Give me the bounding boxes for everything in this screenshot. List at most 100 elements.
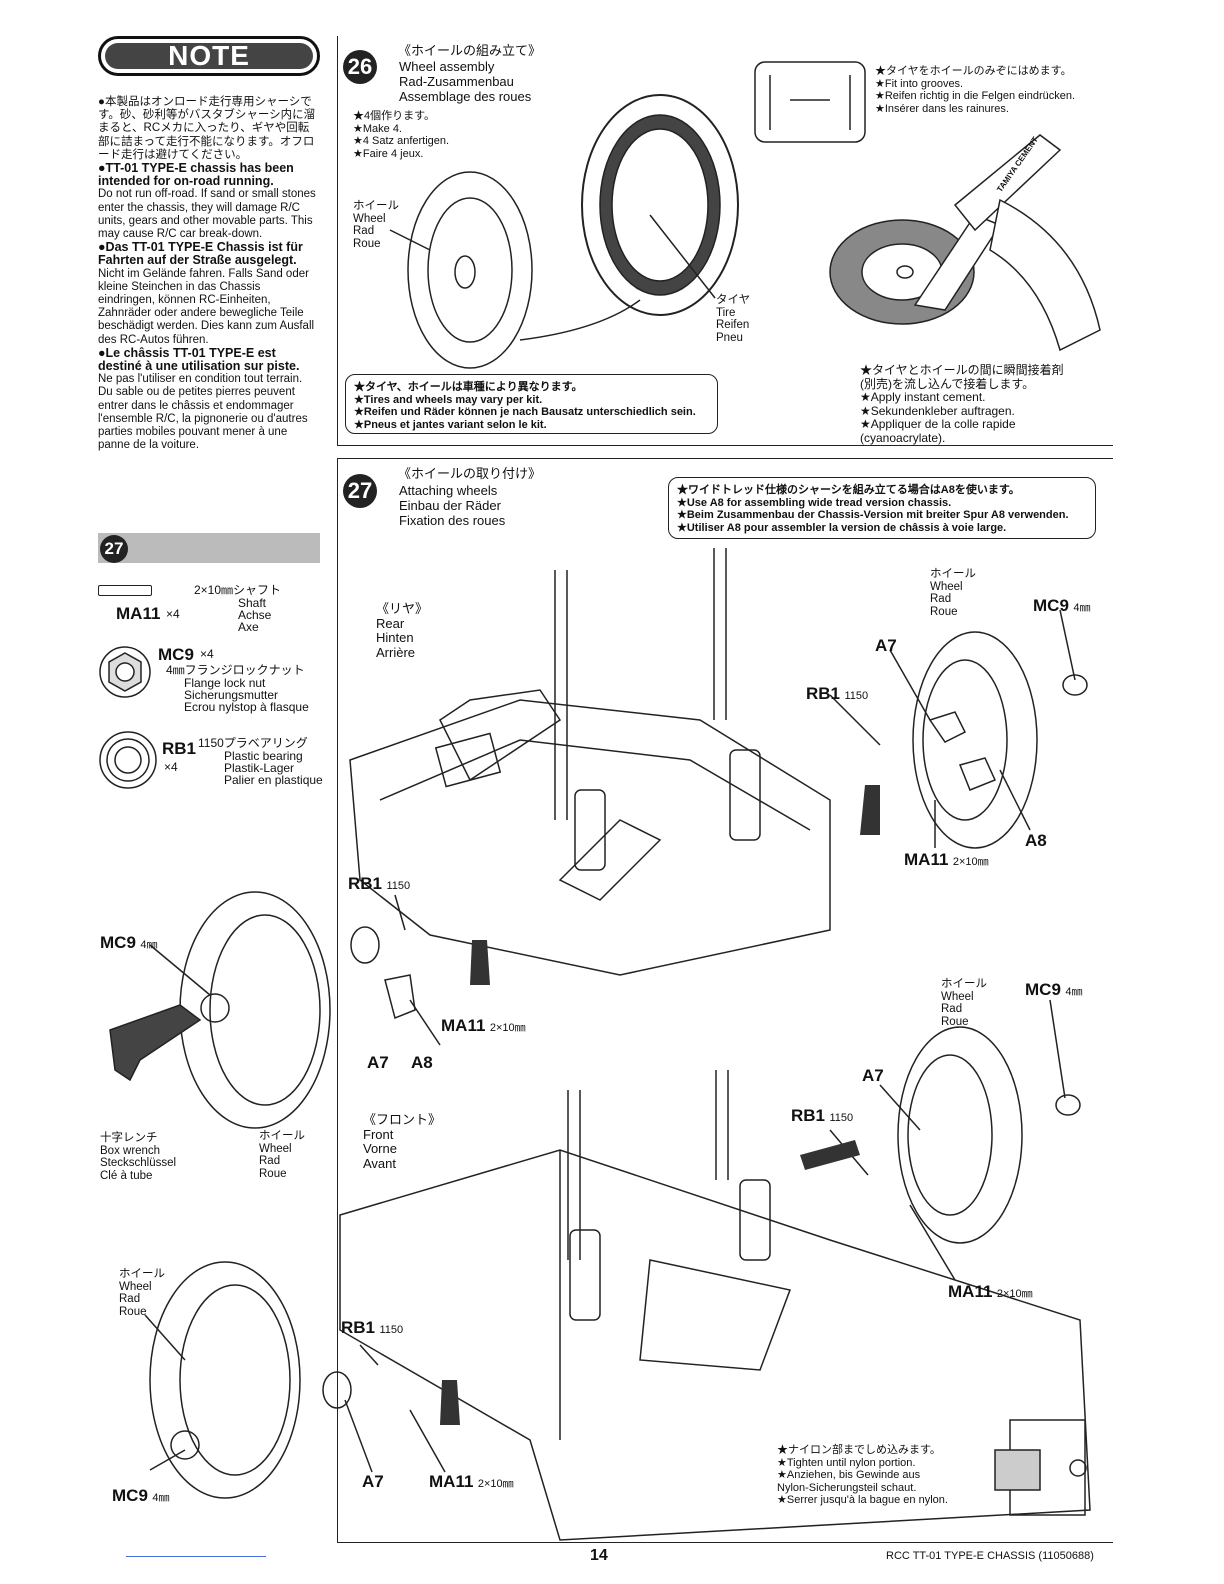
tire-shape bbox=[581, 94, 739, 316]
part-mc9-code: MC9 bbox=[158, 645, 194, 664]
flange-nut-icon bbox=[99, 646, 151, 698]
rear-right-wheel-shape bbox=[912, 631, 1038, 849]
cement-jp1: ★タイヤとホイールの間に瞬間接着剤 bbox=[860, 363, 1064, 377]
rr-rb1-callout: RB1 1150 bbox=[806, 684, 868, 704]
fr-wheel-en: Wheel bbox=[941, 990, 974, 1003]
step26-cement-note: ★タイヤとホイールの間に瞬間接着剤 (別売)を流し込んで接着します。 ★Appl… bbox=[860, 363, 1064, 445]
vary-jp: ★タイヤ、ホイールは車種により異なります。 bbox=[354, 381, 583, 393]
rear-chassis-shape bbox=[349, 699, 831, 976]
rear-de: Hinten bbox=[376, 630, 414, 645]
wheel-rim-shape bbox=[407, 171, 533, 369]
step27-frame bbox=[337, 458, 1113, 1543]
step26-number: 26 bbox=[343, 50, 377, 84]
step26-make-note: ★4個作ります。 ★Make 4. ★4 Satz anfertigen. ★F… bbox=[353, 110, 449, 160]
wrench-jp: 十字レンチ bbox=[100, 1132, 158, 1144]
front-jp: 《フロント》 bbox=[363, 1112, 442, 1127]
rl-rb1-callout: RB1 1150 bbox=[348, 874, 410, 894]
step27-title-fr: Fixation des roues bbox=[399, 513, 506, 528]
wrench-fr: Clé à tube bbox=[100, 1169, 153, 1182]
nylon-de1: ★Anziehen, bis Gewinde aus bbox=[777, 1469, 921, 1481]
page-number: 14 bbox=[590, 1547, 608, 1564]
nylon-de2: Nylon-Sicherungsteil schaut. bbox=[777, 1481, 917, 1494]
rr-rb1-code: RB1 bbox=[806, 684, 841, 703]
groove-jp: ★タイヤをホイールのみぞにはめます。 bbox=[875, 65, 1072, 77]
front-en: Front bbox=[363, 1126, 394, 1142]
note-text: ●本製品はオンロード走行専用シャーシです。砂、砂利等がバスタブシャーシ内に溜まる… bbox=[98, 96, 320, 452]
wrench-en: Box wrench bbox=[100, 1144, 161, 1157]
fr-mc9-code: MC9 bbox=[1025, 980, 1061, 999]
rear-right-wheel-label: ホイール Wheel Rad Roue bbox=[930, 568, 976, 618]
step26-tire-label: タイヤ Tire Reifen Pneu bbox=[716, 294, 750, 344]
wheel-fr: Roue bbox=[353, 237, 381, 250]
wheel-jp: ホイール bbox=[353, 200, 399, 212]
parts-panel-header bbox=[98, 533, 320, 563]
note-banner: NOTE bbox=[98, 36, 320, 76]
front-de: Vorne bbox=[363, 1141, 397, 1156]
front-fr: Avant bbox=[363, 1155, 397, 1171]
fl-a7-callout: A7 bbox=[362, 1472, 384, 1491]
rl-ma11-size: 2×10㎜ bbox=[489, 1022, 526, 1034]
shaft-icon bbox=[98, 585, 152, 596]
cement-fr2: (cyanoacrylate). bbox=[860, 430, 946, 445]
rl-mc9-callout: MC9 4㎜ bbox=[100, 933, 157, 953]
step26-frame bbox=[337, 36, 1113, 446]
part-ma11-de: Achse bbox=[238, 608, 272, 622]
part-ma11-qty: ×4 bbox=[166, 607, 180, 621]
step27-wide-note: ★ワイドトレッド仕様のシャーシを組み立てる場合はA8を使います。 ★Use A8… bbox=[668, 477, 1096, 539]
rl-mc9-size: 4㎜ bbox=[140, 939, 158, 951]
fr-rb1-size: 1150 bbox=[829, 1112, 854, 1124]
note-en-head: ●TT-01 TYPE-E chassis has been intended … bbox=[98, 161, 294, 189]
fr-ma11-size: 2×10㎜ bbox=[996, 1288, 1033, 1300]
step27-number: 27 bbox=[343, 474, 377, 508]
fl-wheel-de: Rad bbox=[119, 1293, 141, 1305]
groove-de: ★Reifen richtig in die Felgen eindrücken… bbox=[875, 90, 1076, 102]
part-rb1-en: Plastic bearing bbox=[224, 749, 303, 763]
note-de-head: ●Das TT-01 TYPE-E Chassis ist für Fahrte… bbox=[98, 240, 303, 268]
front-right-wheel-label: ホイール Wheel Rad Roue bbox=[941, 978, 987, 1028]
groove-fr: ★Insérer dans les rainures. bbox=[875, 102, 1009, 115]
part-mc9-fr: Ecrou nylstop à flasque bbox=[184, 700, 309, 714]
cement-de: ★Sekundenkleber auftragen. bbox=[860, 403, 1015, 418]
step26-vary-note: ★タイヤ、ホイールは車種により異なります。 ★Tires and wheels … bbox=[345, 374, 718, 434]
make-jp: ★4個作ります。 bbox=[353, 110, 436, 122]
fl-ma11-code: MA11 bbox=[429, 1472, 474, 1491]
wheel-de: Rad bbox=[353, 225, 375, 237]
fl-wheel-jp: ホイール bbox=[119, 1268, 165, 1280]
rl-rb1-size: 1150 bbox=[386, 880, 411, 892]
tire-en: Tire bbox=[716, 306, 736, 319]
fr-rb1-callout: RB1 1150 bbox=[791, 1106, 853, 1126]
fr-wheel-jp: ホイール bbox=[941, 978, 987, 990]
wrench-de: Steckschlüssel bbox=[100, 1157, 177, 1169]
step27-title-en: Attaching wheels bbox=[399, 483, 498, 498]
rl-rb1-code: RB1 bbox=[348, 874, 383, 893]
cement-jp2: (別売)を流し込んで接着します。 bbox=[860, 376, 1035, 391]
fr-wheel-de: Rad bbox=[941, 1003, 963, 1015]
part-mc9-jp: 4㎜フランジロックナット bbox=[166, 663, 305, 677]
fl-wheel-en: Wheel bbox=[119, 1280, 152, 1293]
make-en: ★Make 4. bbox=[353, 122, 402, 135]
rr-mc9-size: 4㎜ bbox=[1073, 602, 1091, 614]
front-label: 《フロント》 Front Vorne Avant bbox=[363, 1112, 442, 1171]
rr-a8-callout: A8 bbox=[1025, 831, 1047, 850]
step26-title-fr: Assemblage des roues bbox=[399, 89, 532, 104]
fl-rb1-callout: RB1 1150 bbox=[341, 1318, 403, 1338]
note-jp: ●本製品はオンロード走行専用シャーシです。砂、砂利等がバスタブシャーシ内に溜まる… bbox=[98, 96, 316, 161]
rear-jp: 《リヤ》 bbox=[376, 601, 429, 616]
vary-de: ★Reifen und Räder können je nach Bausatz… bbox=[354, 406, 696, 418]
wide-en: ★Use A8 for assembling wide tread versio… bbox=[677, 496, 952, 509]
step27-title-de: Einbau der Räder bbox=[399, 498, 501, 513]
fr-ma11-code: MA11 bbox=[948, 1282, 993, 1301]
front-right-wheel-shape bbox=[897, 1026, 1023, 1244]
make-de: ★4 Satz anfertigen. bbox=[353, 135, 450, 147]
rl-wheel-fr: Roue bbox=[259, 1167, 287, 1180]
rl-a8-callout: A8 bbox=[411, 1053, 433, 1072]
cement-en: ★Apply instant cement. bbox=[860, 390, 986, 404]
nylon-jp: ★ナイロン部までしめ込みます。 bbox=[777, 1444, 941, 1456]
rr-wheel-jp: ホイール bbox=[930, 568, 976, 580]
fl-mc9-size: 4㎜ bbox=[152, 1492, 170, 1504]
part-ma11-jp: 2×10㎜シャフト bbox=[194, 583, 282, 597]
step26-title-jp: 《ホイールの組み立て》 bbox=[398, 43, 542, 58]
part-rb1-de: Plastik-Lager bbox=[224, 761, 295, 775]
rear-left-wheel-label: ホイール Wheel Rad Roue bbox=[259, 1130, 305, 1180]
rr-a7-callout: A7 bbox=[875, 636, 897, 655]
